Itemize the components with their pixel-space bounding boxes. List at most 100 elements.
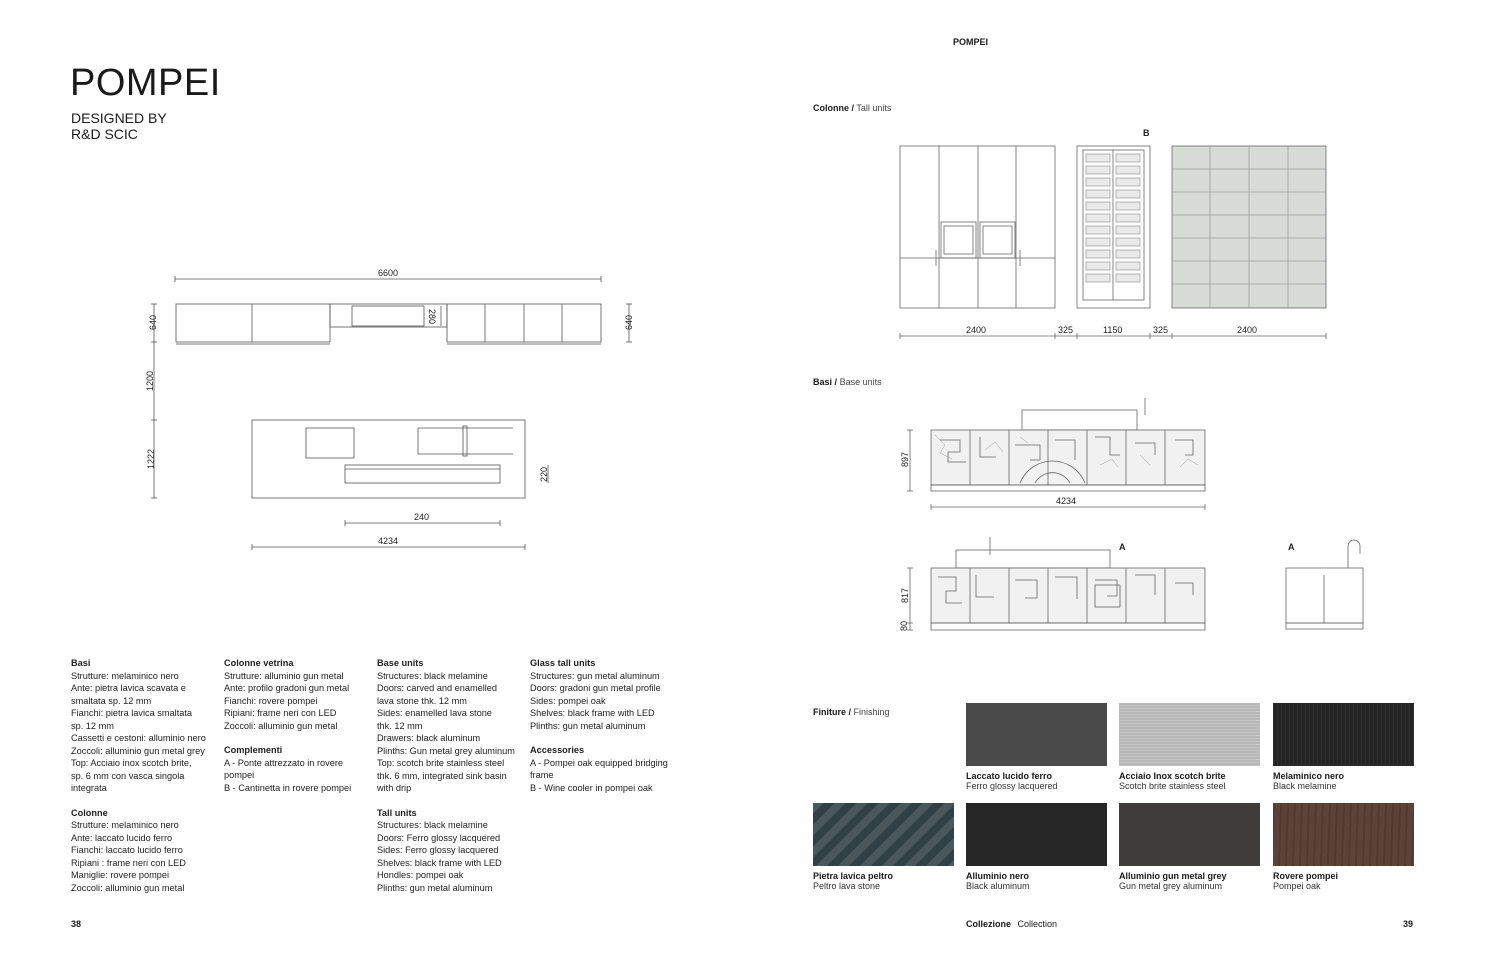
swatch-subtitle: Scotch brite stainless steel <box>1119 781 1226 791</box>
spec-heading: Complementi <box>224 745 283 755</box>
spec-line: B - Wine cooler in pompei oak <box>530 782 653 793</box>
spec-column-2: Colonne vetrina Strutture: alluminio gun… <box>224 657 374 794</box>
spec-heading: Colonne <box>71 807 108 818</box>
dim-tall-2400-right: 2400 <box>1237 325 1257 335</box>
spec-line: Maniglie: rovere pompei <box>71 870 170 880</box>
spec-line: Ante: laccato lucido ferro <box>71 832 173 843</box>
spec-line: frame <box>530 770 554 780</box>
dim-240: 240 <box>414 512 429 522</box>
base-units-front-elevation: 897 4234 <box>900 398 1206 510</box>
dim-6600: 6600 <box>378 268 398 278</box>
spec-column-4: Glass tall units Structures: gun metal a… <box>530 657 680 794</box>
spec-line: Zoccoli: alluminio gun metal <box>71 882 185 893</box>
footer-collection: Collezione Collection <box>966 919 1057 929</box>
swatch-card: Melaminico nero Black melamine <box>1273 703 1414 791</box>
designed-by-label: DESIGNED BY <box>71 110 167 126</box>
spec-line: A - Pompei oak equipped bridging <box>530 757 668 768</box>
spec-line: lava stone thk. 12 mm <box>377 695 467 706</box>
spec-line: Sides: enamelled lava stone <box>377 708 492 718</box>
swatch-name: Rovere pompei <box>1273 871 1339 881</box>
spec-line: Zoccoli: alluminio gun metal <box>224 720 338 731</box>
spec-line: Structures: black melamine <box>377 670 488 681</box>
spec-heading: Accessories <box>530 745 585 755</box>
swatch-name: Melaminico nero <box>1273 771 1345 781</box>
swatch-subtitle: Peltro lava stone <box>813 881 881 891</box>
base-units-label: Basi / Base units <box>813 377 882 387</box>
swatch-subtitle: Black aluminum <box>966 881 1030 891</box>
spec-line: Strutture: melaminico nero <box>71 670 179 681</box>
spec-line: Shelves: black frame with LED <box>530 708 655 718</box>
label-separator: / <box>851 103 855 113</box>
swatch-image <box>813 803 954 866</box>
spec-line: thk. 6 mm, integrated sink basin <box>377 770 507 781</box>
spec-line: Shelves: black frame with LED <box>377 857 502 868</box>
dim-1200: 1200 <box>145 371 155 391</box>
spec-heading: Tall units <box>377 807 417 818</box>
dim-897: 897 <box>900 452 910 467</box>
dim-80: 80 <box>899 621 909 631</box>
spec-line: Structures: black melamine <box>377 820 488 830</box>
swatch-card: Acciaio Inox scotch brite Scotch brite s… <box>1119 703 1260 791</box>
spec-line: Ante: pietra lavica scavata e <box>71 683 186 693</box>
spec-heading: Basi <box>71 658 91 668</box>
swatch-card: Alluminio gun metal grey Gun metal grey … <box>1119 803 1260 891</box>
dim-tall-1150: 1150 <box>1103 325 1122 335</box>
spec-line: Ante: profilo gradoni gun metal <box>224 683 350 693</box>
swatch-card: Pietra lavica peltro Peltro lava stone <box>813 803 954 891</box>
spec-heading: Colonne vetrina <box>224 658 294 668</box>
swatch-name: Pietra lavica peltro <box>813 871 894 881</box>
marker-a-rear: A <box>1119 542 1126 552</box>
spec-heading: Glass tall units <box>530 658 596 668</box>
spec-line: A - Ponte attrezzato in rovere <box>224 757 343 768</box>
kitchen-plan-drawing: 6600 640 640 1200 1222 280 220 240 4234 <box>145 268 634 550</box>
spec-line: Ripiani : frame neri con LED <box>71 857 186 868</box>
page-title: POMPEI <box>70 62 221 104</box>
dim-1222: 1222 <box>146 449 156 469</box>
finishing-label: Finiture / Finishing <box>813 707 890 717</box>
spec-line: Plinths: Gun metal grey aluminum <box>377 745 515 756</box>
spec-heading: Base units <box>377 658 424 668</box>
finishing-it: Finiture <box>813 707 846 717</box>
dim-tall-325-right: 325 <box>1153 325 1168 335</box>
swatch-name: Laccato lucido ferro <box>966 771 1053 781</box>
spec-line: Structures: gun metal aluminum <box>530 670 660 681</box>
spec-line: Plinths: gun metal aluminum <box>377 882 493 893</box>
spec-line: integrata <box>71 783 107 793</box>
swatch-name: Alluminio gun metal grey <box>1119 871 1227 881</box>
spec-line: Sides: pompei oak <box>530 695 606 706</box>
finishing-en: Finishing <box>853 707 890 717</box>
swatch-name: Alluminio nero <box>966 871 1029 881</box>
swatch-image <box>966 803 1107 866</box>
dim-640-right: 640 <box>624 315 634 330</box>
swatch-image <box>966 703 1107 766</box>
spec-line: Fianchi: pietra lavica smaltata <box>71 708 193 718</box>
page-number-right: 39 <box>1403 919 1414 929</box>
dim-tall-2400-left: 2400 <box>966 325 986 335</box>
designer-name: R&D SCIC <box>71 126 138 142</box>
spec-column-1: Basi Strutture: melaminico nero Ante: pi… <box>71 657 221 894</box>
label-separator: / <box>834 377 838 387</box>
spec-line: Zoccoli: alluminio gun metal grey <box>71 745 205 756</box>
spec-line: sp. 6 mm con vasca singola <box>71 770 185 781</box>
spec-line: thk. 12 mm <box>377 720 423 731</box>
tall-units-it: Colonne <box>813 103 849 113</box>
footer-collection-en: Collection <box>1017 919 1058 929</box>
spec-line: Strutture: alluminio gun metal <box>224 670 344 681</box>
base-units-en: Base units <box>839 377 882 387</box>
dim-4234-base: 4234 <box>1056 496 1076 506</box>
spec-line: Fianchi: laccato lucido ferro <box>71 845 183 855</box>
spec-line: pompei <box>224 770 255 780</box>
dim-220: 220 <box>539 467 549 482</box>
tall-units-elevation: B 2400 325 1150 325 2400 <box>899 128 1327 339</box>
swatch-card: Rovere pompei Pompei oak <box>1273 803 1414 891</box>
spec-line: Strutture: melaminico nero <box>71 820 179 830</box>
dim-640-left: 640 <box>148 315 158 330</box>
spec-line: Plinths: gun metal aluminum <box>530 720 646 731</box>
swatch-image <box>1119 703 1260 766</box>
spec-line: Hondles: pompei oak <box>377 870 464 880</box>
marker-b: B <box>1143 128 1150 138</box>
spec-line: Top: Acciaio inox scotch brite, <box>71 758 192 768</box>
spec-line: B - Cantinetta in rovere pompei <box>224 782 352 793</box>
spec-line: Doors: gradoni gun metal profile <box>530 683 661 693</box>
spec-line: Doors: carved and enamelled <box>377 683 498 693</box>
